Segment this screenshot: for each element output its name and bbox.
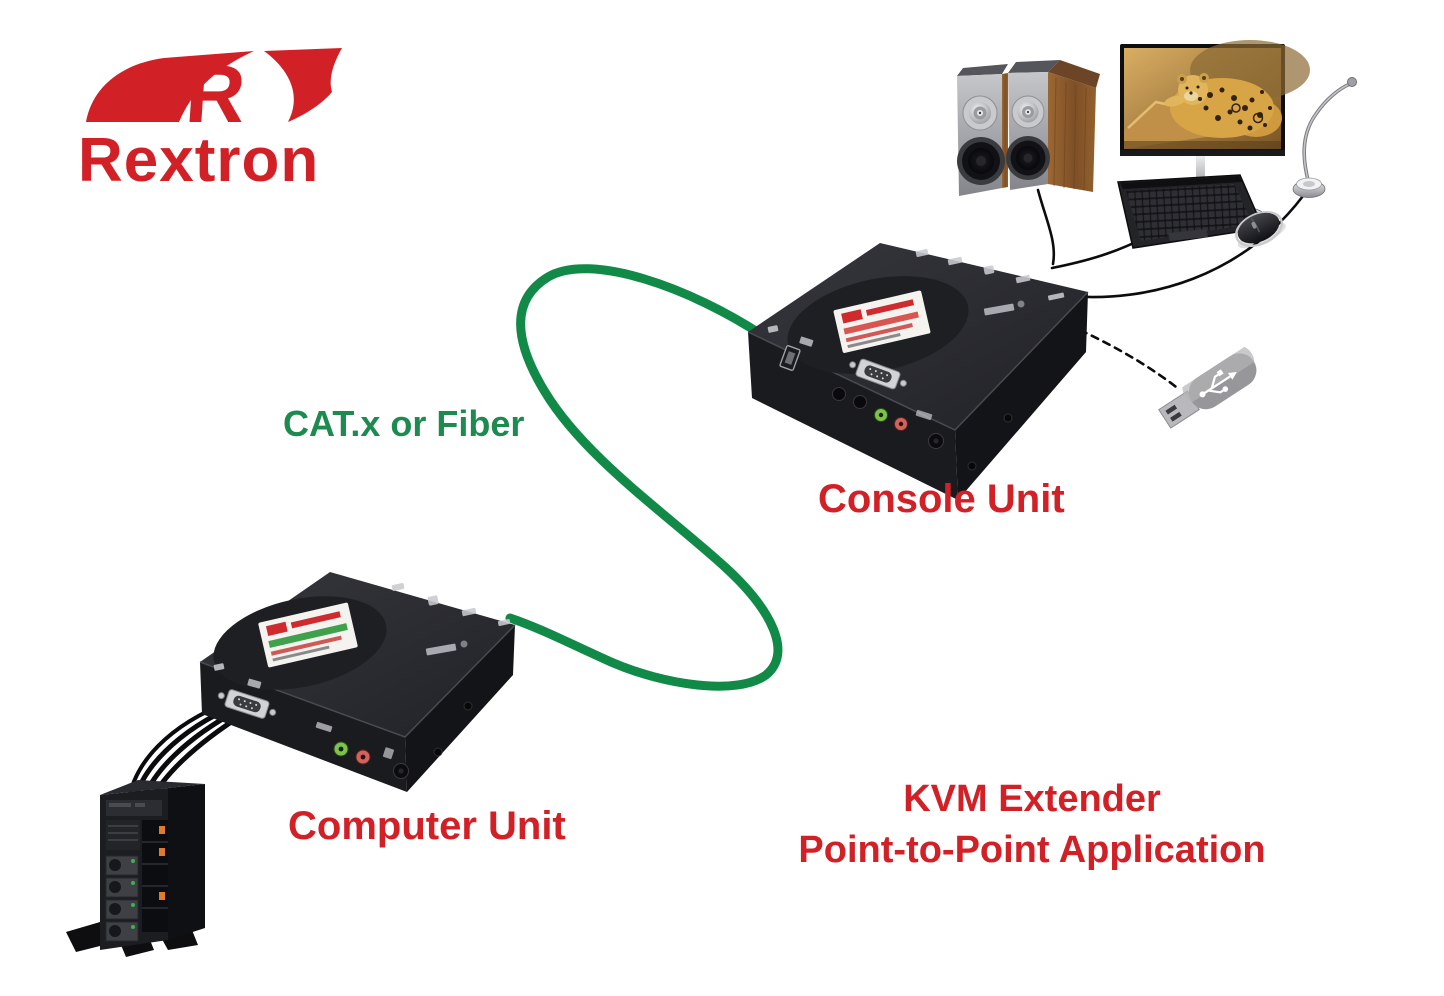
cable-type-label: CAT.x or Fiber <box>283 403 525 444</box>
diagram-title-line2: Point-to-Point Application <box>798 829 1266 871</box>
push-button <box>853 395 867 409</box>
computer-top-markings <box>213 583 511 671</box>
keyboard <box>1117 174 1265 249</box>
green-cable <box>505 264 783 691</box>
usb-flash-drive <box>1158 346 1257 429</box>
console-front-panel <box>779 336 944 449</box>
usb-port <box>779 344 801 372</box>
computer-unit-label: Computer Unit <box>288 804 566 848</box>
right-speaker-drivers <box>1006 95 1050 180</box>
stereo-speakers <box>957 60 1100 196</box>
rextron-logo-mark: R <box>86 48 342 140</box>
diagram-title-line1: KVM Extender <box>903 778 1161 820</box>
computer-unit-device <box>199 572 516 792</box>
leopard-spots <box>1198 87 1272 131</box>
diagram-title: KVM Extender Point-to-Point Application <box>752 774 1312 876</box>
speaker-cable <box>1036 188 1056 266</box>
server-psu-modules <box>105 855 139 942</box>
computer-front-panel <box>217 678 409 779</box>
usb-cable <box>1078 328 1182 392</box>
console-top-markings <box>767 249 1065 333</box>
server-tower <box>66 699 248 957</box>
mouse <box>1235 210 1286 249</box>
console-unit-label: Console Unit <box>818 477 1065 521</box>
db9-connector <box>217 689 277 719</box>
left-speaker-drivers <box>957 95 1005 185</box>
push-button <box>832 387 846 401</box>
console-unit-sticker <box>833 290 931 353</box>
monitor-wallpaper-leopard <box>1124 40 1310 149</box>
usb-icon <box>1199 369 1237 398</box>
db9-connector <box>849 358 907 390</box>
brand-logo: R Rextron <box>78 36 398 195</box>
console-unit-device <box>747 243 1089 500</box>
brand-logo-text: Rextron <box>78 126 320 195</box>
microphone <box>1292 77 1357 198</box>
svg-text:R: R <box>183 49 249 128</box>
computer-unit-sticker <box>258 602 358 668</box>
